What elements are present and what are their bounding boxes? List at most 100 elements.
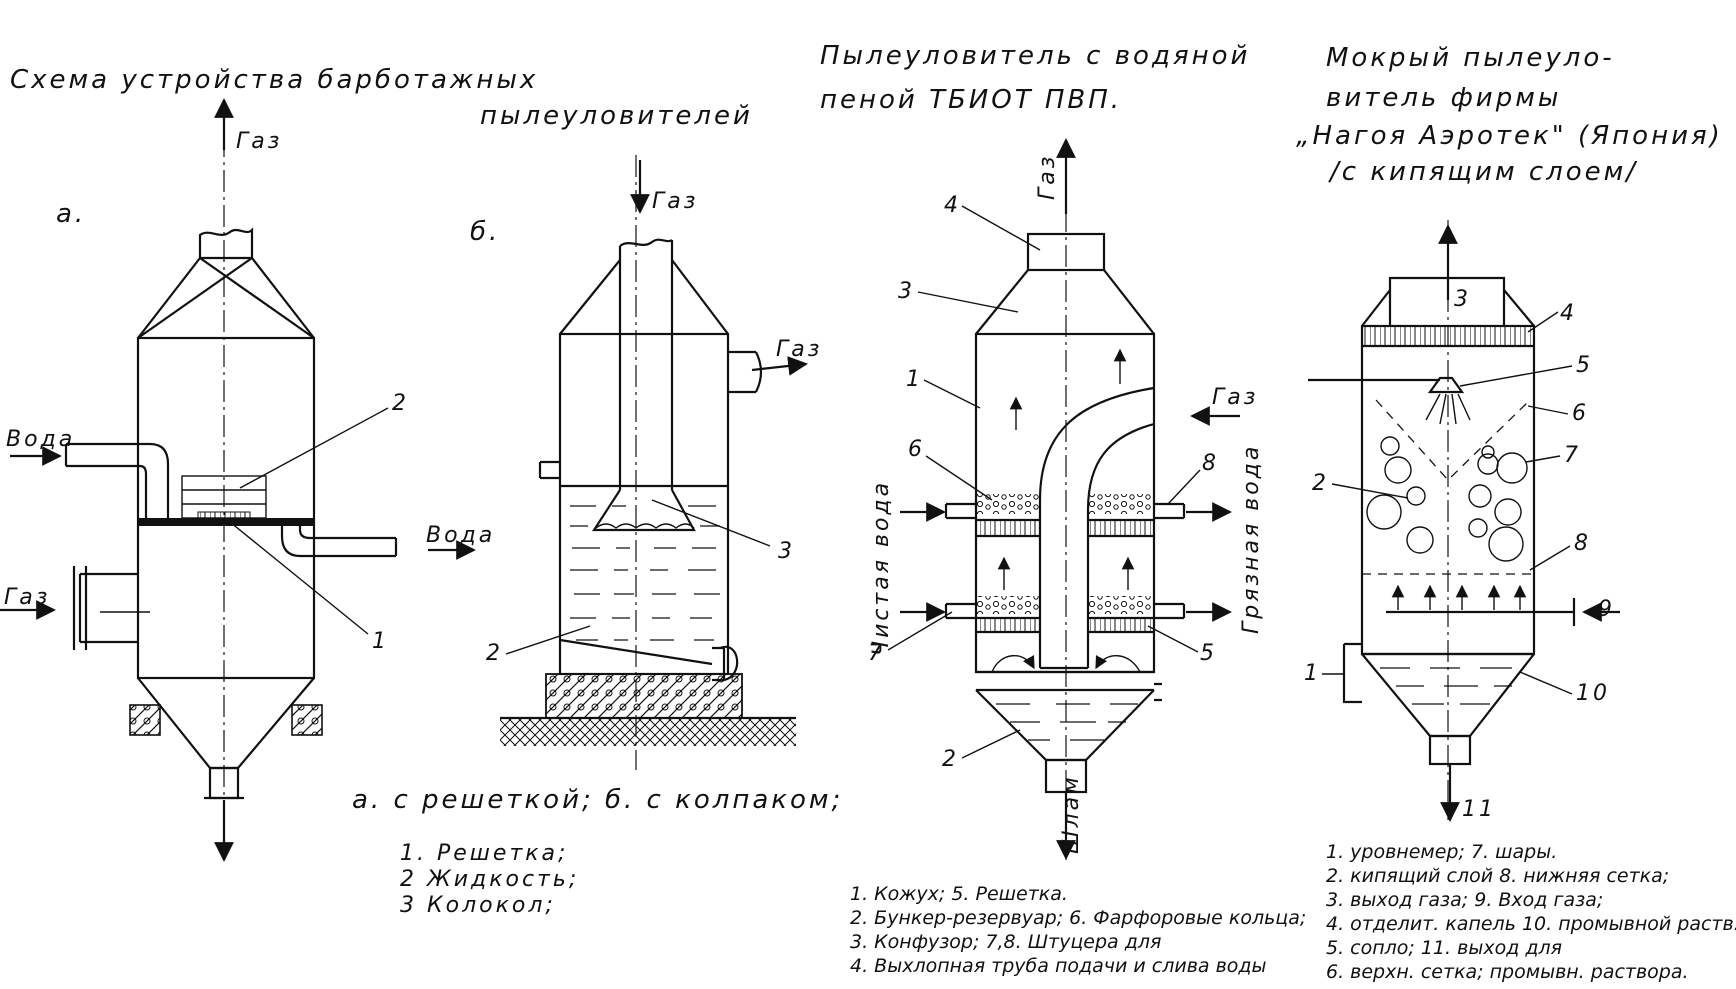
- panel-a-top-cone: [137, 257, 315, 339]
- pvp-number-7: 7: [868, 641, 885, 666]
- pvp-hopper: [975, 689, 1155, 762]
- jp-number-10: 10: [1576, 681, 1610, 706]
- panel-b-letter: б.: [470, 217, 500, 247]
- pvp-grate-upper-right: [1088, 520, 1154, 536]
- pvp-grate-upper-left: [976, 520, 1040, 536]
- pvp-number-8: 8: [1202, 451, 1219, 476]
- panel-b-bell-collector: б. Газ Газ 3 2: [470, 155, 822, 770]
- panel-a-top-pipe: [198, 227, 254, 260]
- jp-nozzle: [1427, 376, 1465, 394]
- panel-a-gas-label: Газ: [236, 129, 282, 154]
- pvp-number-2: 2: [942, 747, 959, 772]
- pvp-nozzle-7-left: [944, 602, 976, 620]
- jp-upper-mesh: [1375, 399, 1531, 481]
- legend-jp-line-6: 6. верхн. сетка; промывн. раствора.: [1326, 961, 1689, 983]
- panel-a-gas-in-label: Газ: [4, 585, 50, 610]
- pvp-nozzle-8-left: [944, 502, 976, 520]
- pvp-number-6: 6: [908, 437, 925, 462]
- panel-a-water-inlet-pipe: [66, 442, 170, 518]
- jp-number-11: 11: [1462, 797, 1496, 822]
- legend-pvp-line-3: 3. Конфузор; 7,8. Штуцера для: [850, 931, 1161, 953]
- panel-jp-fluid-bed-collector: Мокрый пылеуло- витель фирмы „Нагоя Аэро…: [1296, 43, 1723, 822]
- legend-jp-line-2: 2. кипящий слой 8. нижняя сетка;: [1326, 865, 1669, 887]
- jp-title-line-3: „Нагоя Аэротек" (Япония): [1296, 121, 1723, 151]
- pvp-title-line-1: Пылеуловитель с водяной: [820, 41, 1250, 71]
- jp-number-7: 7: [1564, 443, 1581, 468]
- legend-pvp-line-1: 1. Кожух; 5. Решетка.: [850, 883, 1068, 905]
- legend-pvp: 1. Кожух; 5. Решетка. 2. Бункер-резервуа…: [850, 883, 1306, 977]
- pvp-gas-top-label: Газ: [1035, 154, 1060, 200]
- jp-number-5: 5: [1576, 353, 1593, 378]
- legend-jp-line-5: 5. сопло; 11. выход для: [1326, 937, 1562, 959]
- jp-wash-solution: [1380, 667, 1512, 705]
- pvp-number-5: 5: [1200, 641, 1217, 666]
- panel-pvp-foam-collector: Пылеуловитель с водяной пеной ТБИОТ ПВП.…: [820, 41, 1264, 860]
- main-title-line-2: пылеуловителей: [480, 101, 753, 131]
- pvp-hopper-liquid: [996, 703, 1138, 741]
- jp-number-3: 3: [1454, 287, 1471, 312]
- legend-jp-line-3: 3. выход газа; 9. Вход газа;: [1326, 889, 1603, 911]
- jp-number-1: 1: [1304, 661, 1321, 686]
- panel-b-liquid: [570, 505, 720, 641]
- panel-a-support-left: [129, 704, 161, 736]
- pvp-rings-lower-left: [976, 596, 1040, 614]
- pvp-confusor: [975, 269, 1155, 335]
- jp-top-outlet: [1388, 276, 1506, 326]
- panel-a-hopper: [137, 677, 315, 770]
- jp-level-gauge: [1342, 642, 1362, 704]
- caption-ab-item-3: 3 Колокол;: [400, 893, 556, 918]
- panel-a-body: [136, 336, 316, 680]
- panel-a-number-2: 2: [392, 391, 409, 416]
- pvp-rings-upper-right: [1088, 494, 1154, 514]
- pvp-rings-lower-right: [1088, 596, 1154, 614]
- main-title-line-1: Схема устройства барботажных: [10, 65, 538, 95]
- jp-number-4: 4: [1560, 301, 1577, 326]
- caption-ab-item-2: 2 Жидкость;: [400, 867, 579, 892]
- caption-ab-item-1: 1. Решетка;: [400, 841, 568, 866]
- jp-number-6: 6: [1572, 401, 1589, 426]
- panel-b-gas-outlet: [728, 350, 763, 394]
- pvp-number-1: 1: [906, 367, 923, 392]
- legend-jp: 1. уровнемер; 7. шары. 2. кипящий слой 8…: [1326, 841, 1736, 983]
- pvp-nozzle-8-right: [1154, 502, 1186, 520]
- panel-b-gas-in-label: Газ: [652, 189, 698, 214]
- pvp-grate-lower-left: [976, 618, 1040, 632]
- pvp-number-4: 4: [944, 193, 961, 218]
- panel-a-water-outlet-pipe: [280, 526, 398, 558]
- panel-b-gas-out-arrow: [751, 356, 808, 376]
- jp-number-9: 9: [1598, 597, 1615, 622]
- pvp-clean-water-label: Чистая вода: [869, 480, 894, 656]
- panel-b-bell: [591, 489, 696, 532]
- panel-a-grate-collector: а. Газ Вода Вода Газ: [0, 98, 492, 862]
- panel-a-grate-mesh: [197, 511, 251, 521]
- pvp-grate-lower-right: [1088, 618, 1154, 632]
- jp-number-8: 8: [1574, 531, 1591, 556]
- legend-jp-line-4: 4. отделит. капель 10. промывной раств.: [1326, 913, 1736, 935]
- panel-b-number-2: 2: [486, 641, 503, 666]
- caption-ab: а. с решеткой; б. с колпаком; 1. Решетка…: [352, 785, 843, 918]
- legend-pvp-line-2: 2. Бункер-резервуар; 6. Фарфоровые кольц…: [850, 907, 1306, 929]
- panel-a-water-in-label: Вода: [6, 427, 75, 452]
- panel-a-gas-inlet-flange: [72, 566, 138, 650]
- pvp-top-outlet: [1026, 232, 1106, 272]
- pvp-nozzle-7-right: [1154, 602, 1186, 620]
- pvp-sludge-label: Шлам: [1059, 774, 1084, 854]
- panel-a-liquid-lines: [182, 489, 266, 505]
- jp-number-2: 2: [1312, 471, 1329, 496]
- pvp-rings-upper-left: [976, 494, 1040, 514]
- pvp-dirty-water-label: Грязная вода: [1239, 444, 1264, 634]
- panel-b-number-3: 3: [778, 539, 795, 564]
- panel-b-top-cone: [559, 259, 729, 335]
- panel-b-gas-out-label: Газ: [776, 337, 822, 362]
- caption-ab-line: а. с решеткой; б. с колпаком;: [352, 785, 843, 815]
- jp-balls: [1366, 436, 1528, 562]
- pvp-title-line-2: пеной ТБИОТ ПВП.: [820, 85, 1122, 115]
- panel-b-foundation: [545, 673, 743, 719]
- jp-title-line-1: Мокрый пылеуло-: [1326, 43, 1615, 73]
- legend-pvp-line-4: 4. Выхлопная труба подачи и слива воды: [850, 955, 1267, 977]
- main-title: Схема устройства барботажных пылеуловите…: [10, 65, 753, 131]
- panel-b-body: [558, 332, 730, 676]
- jp-droplet-separator: [1361, 325, 1535, 347]
- panel-a-letter: а.: [56, 199, 86, 229]
